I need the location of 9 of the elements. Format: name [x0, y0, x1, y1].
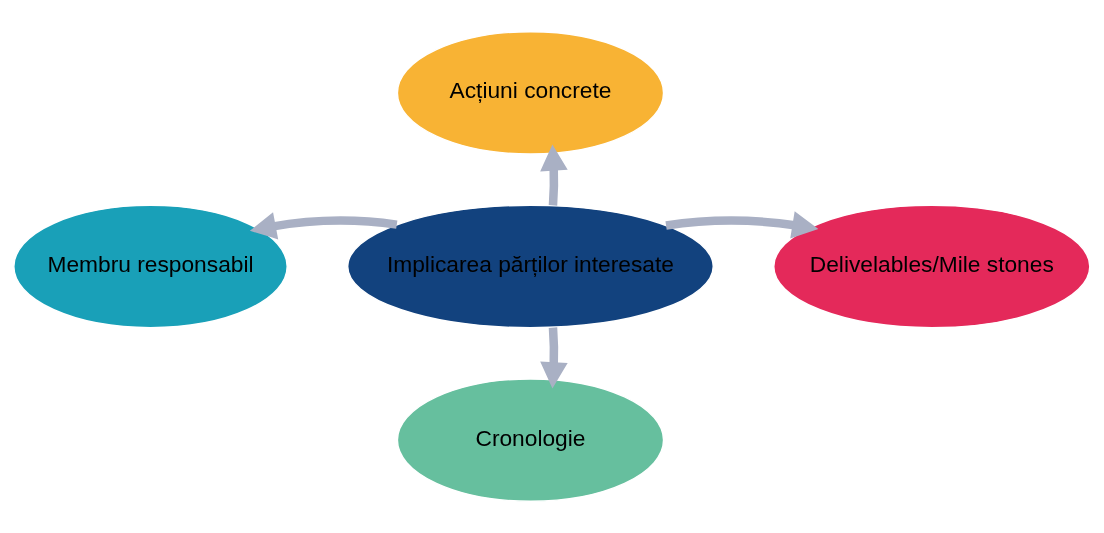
- arrow: [665, 211, 819, 239]
- node-ellipse: Delivelables/Mile stones: [773, 204, 1091, 329]
- arrow: [540, 327, 568, 389]
- node-ellipse: Acțiuni concrete: [396, 31, 665, 155]
- arrow: [540, 144, 568, 206]
- node-ellipse: Implicarea părților interesate: [347, 204, 714, 329]
- arrow: [249, 212, 398, 240]
- node-ellipse: Membru responsabil: [13, 204, 288, 329]
- node-ellipse: Cronologie: [396, 378, 665, 502]
